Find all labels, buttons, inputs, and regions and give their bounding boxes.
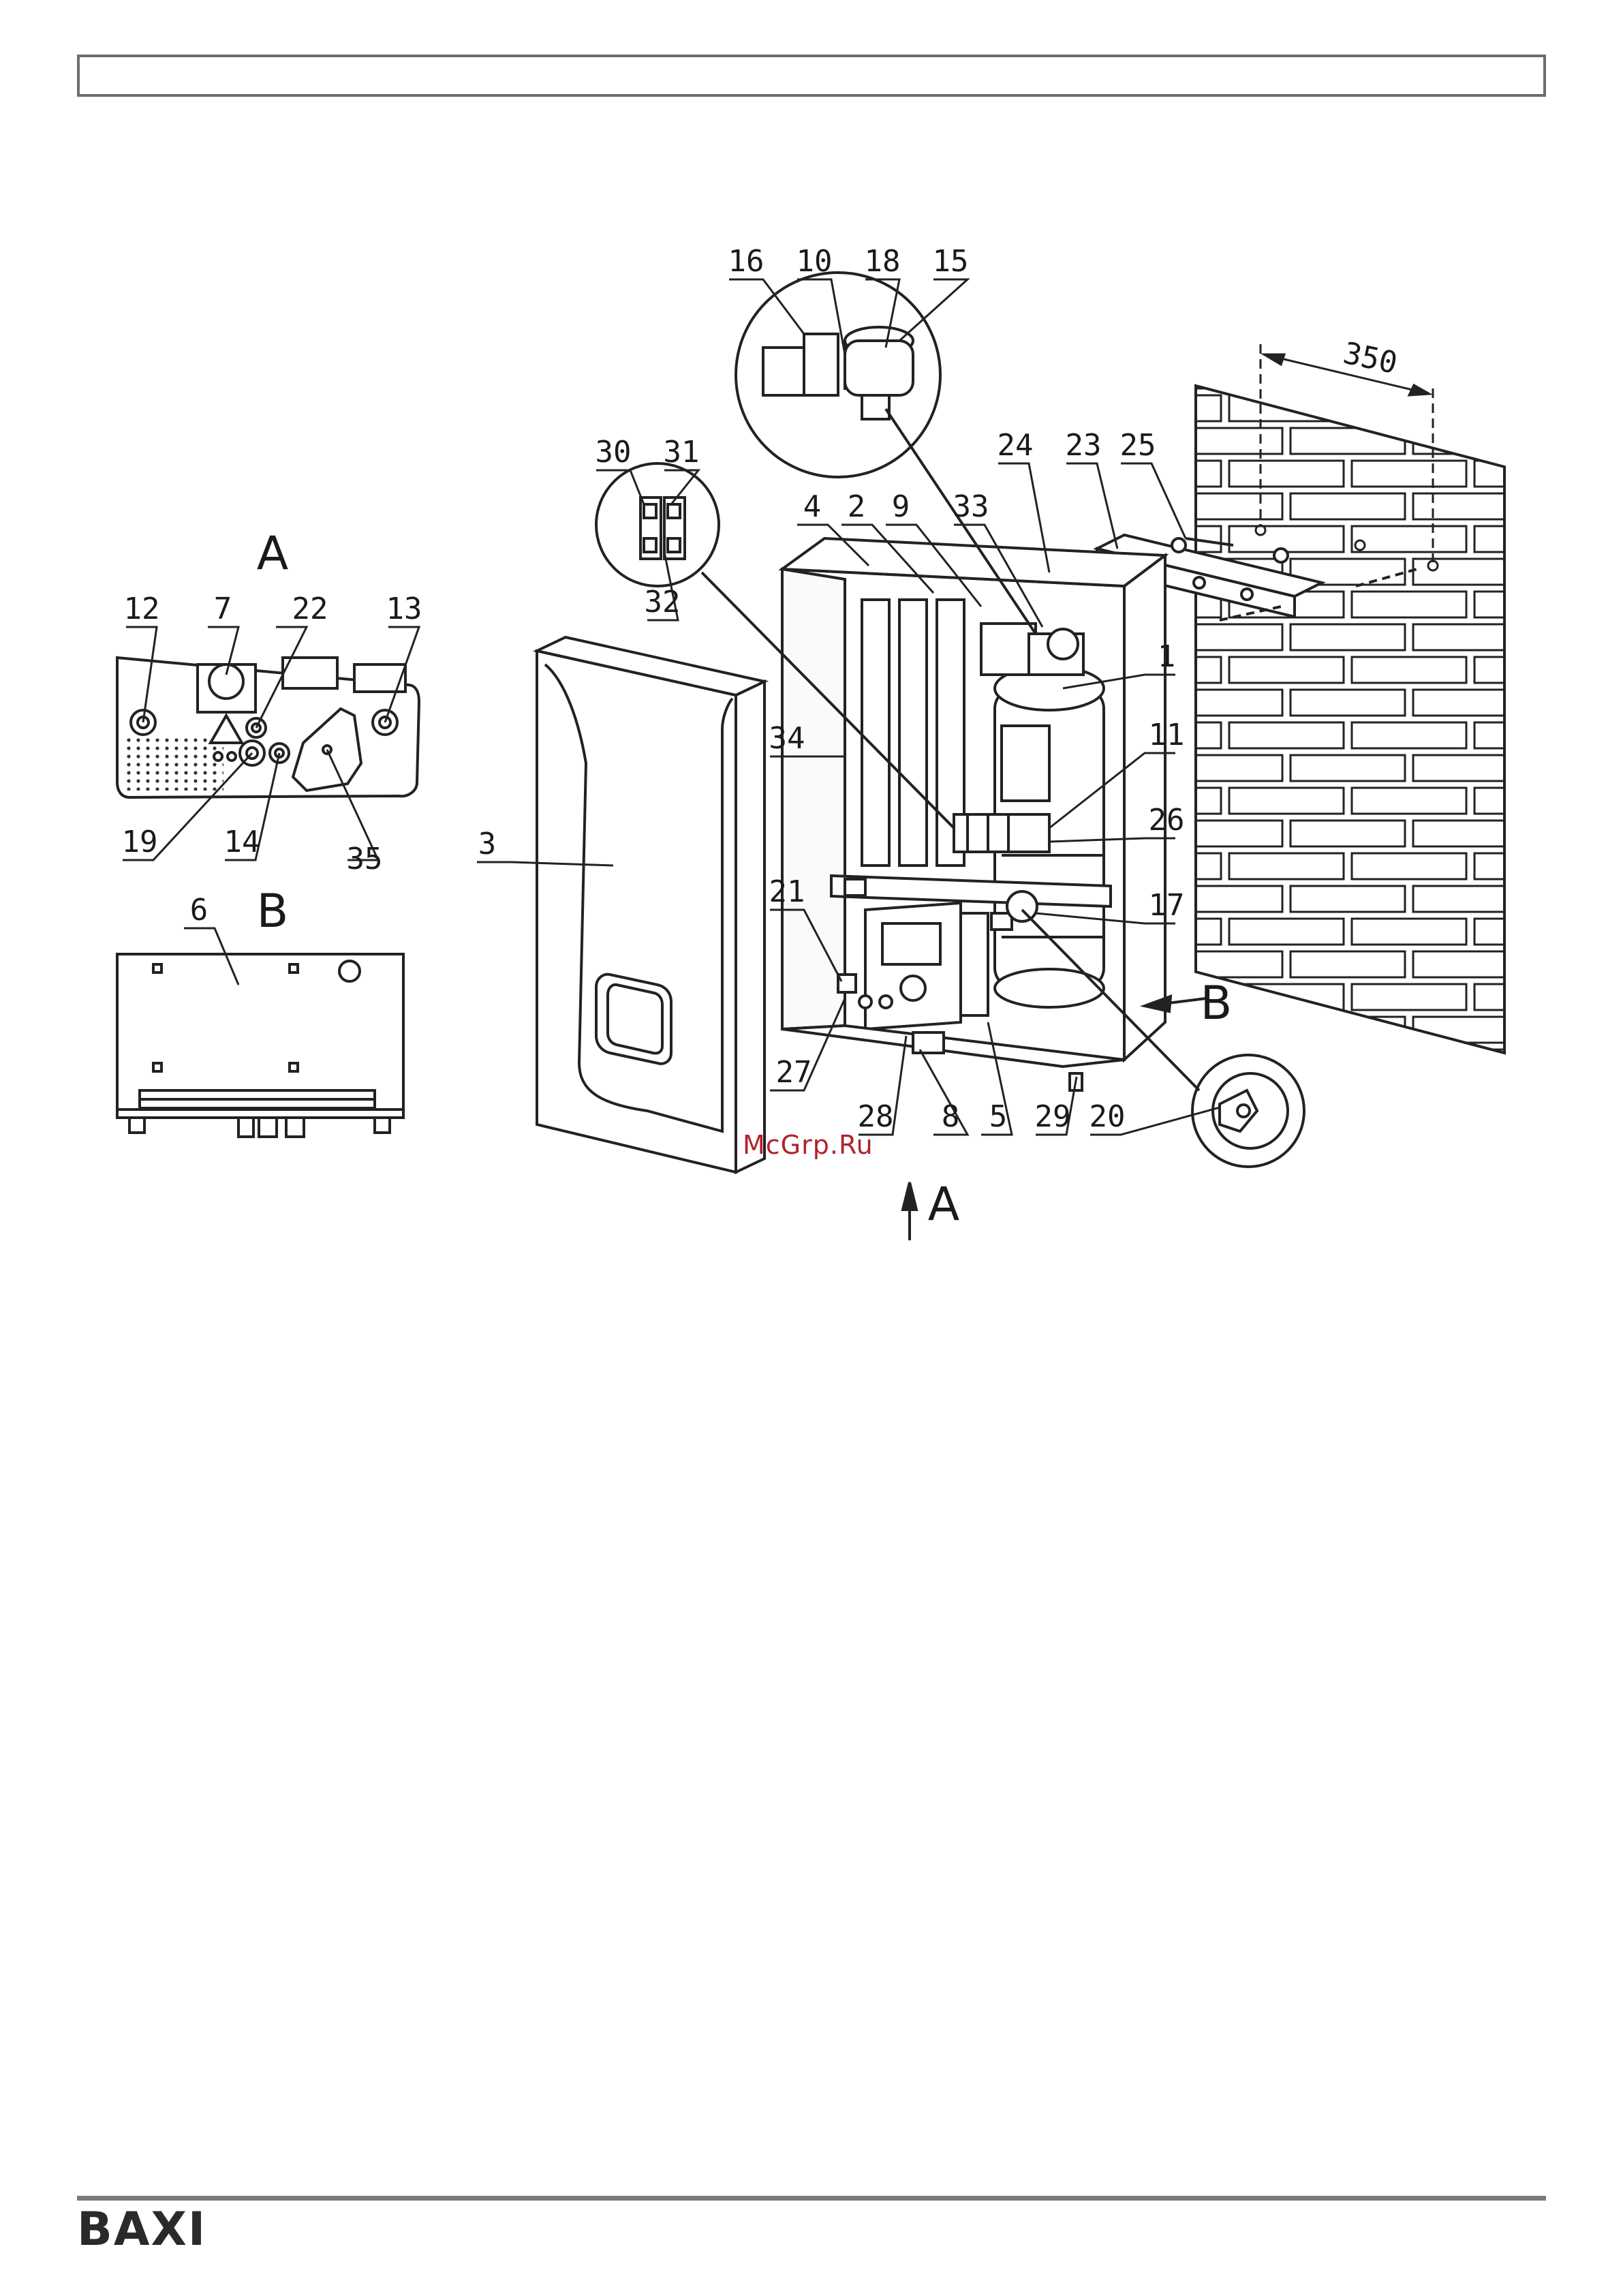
callout-25: 25 xyxy=(1120,428,1156,463)
callout-2: 2 xyxy=(848,489,866,524)
callout-9: 9 xyxy=(892,489,910,524)
callout-14: 14 xyxy=(224,825,260,859)
callout-13: 13 xyxy=(386,592,422,626)
callout-1: 1 xyxy=(1158,639,1176,674)
callout-8: 8 xyxy=(942,1099,960,1134)
callout-21: 21 xyxy=(769,874,805,909)
callout-6: 6 xyxy=(190,893,208,928)
brick-wall xyxy=(1196,386,1504,1053)
front-cover xyxy=(537,637,764,1172)
callout-26: 26 xyxy=(1149,803,1185,838)
callout-4: 4 xyxy=(803,489,822,524)
callout-16: 16 xyxy=(728,244,764,279)
callout-34: 34 xyxy=(769,721,805,756)
boiler-body xyxy=(782,538,1165,1090)
callout-35: 35 xyxy=(347,842,383,876)
arrow-view-a xyxy=(903,1182,916,1240)
callout-10: 10 xyxy=(797,244,833,279)
callout-32: 32 xyxy=(645,585,681,619)
brand-logo: BAXI xyxy=(77,2203,206,2256)
callout-12: 12 xyxy=(124,592,160,626)
arrow-b-label: B xyxy=(1201,977,1233,1030)
callout-22: 22 xyxy=(292,592,328,626)
callout-7: 7 xyxy=(214,592,232,626)
callout-33: 33 xyxy=(953,489,989,524)
footer-rule xyxy=(77,2196,1546,2201)
callout-31: 31 xyxy=(664,435,700,470)
callout-17: 17 xyxy=(1149,888,1185,923)
callout-15: 15 xyxy=(933,244,969,279)
callout-20: 20 xyxy=(1089,1099,1126,1134)
view-b-title: B xyxy=(257,885,289,938)
callout-27: 27 xyxy=(776,1055,812,1090)
watermark: McGrp.Ru xyxy=(743,1130,874,1160)
view-a-drawing xyxy=(117,658,419,797)
callout-23: 23 xyxy=(1066,428,1102,463)
arrow-a-label: A xyxy=(928,1178,960,1231)
view-b-drawing xyxy=(117,954,403,1137)
callout-19: 19 xyxy=(122,825,158,859)
callout-30: 30 xyxy=(596,435,632,470)
callout-28: 28 xyxy=(858,1099,894,1134)
callout-24: 24 xyxy=(998,428,1034,463)
callout-29: 29 xyxy=(1035,1099,1071,1134)
view-a-title: A xyxy=(257,527,289,581)
callout-5: 5 xyxy=(989,1099,1008,1134)
callout-3: 3 xyxy=(478,827,497,861)
callout-11: 11 xyxy=(1149,718,1185,752)
callout-18: 18 xyxy=(865,244,901,279)
